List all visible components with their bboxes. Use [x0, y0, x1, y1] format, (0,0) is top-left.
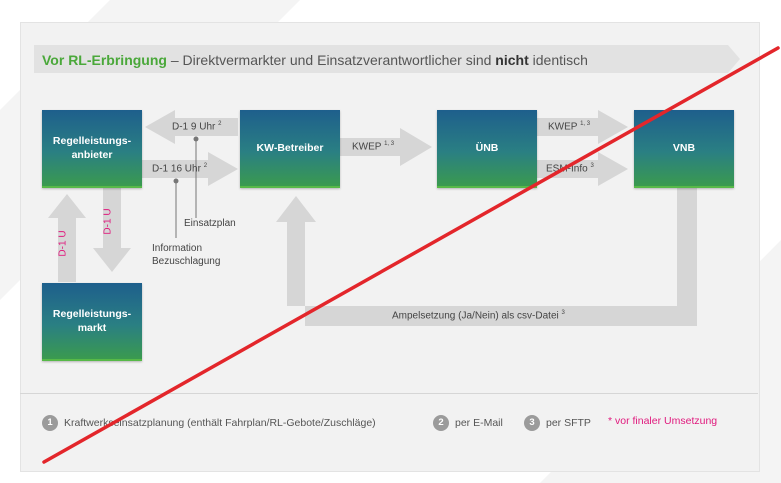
arrow-esm-info — [537, 152, 628, 186]
legend-text-3: per SFTP — [546, 417, 591, 429]
legend-number-2: 2 — [433, 415, 449, 431]
arrow-ampelsetzung — [276, 186, 697, 326]
title-part3: nicht — [495, 52, 529, 68]
box-kw-betreiber: KW-Betreiber — [240, 110, 340, 188]
legend-note: * vor finaler Umsetzung — [608, 415, 718, 427]
legend-divider — [20, 393, 758, 394]
arrow-markt-anbieter — [48, 194, 86, 282]
label-d1-9uhr: D-1 9 Uhr 2 — [172, 121, 222, 133]
label-ampelsetzung: Ampelsetzung (Ja/Nein) als csv-Datei 3 — [392, 310, 565, 322]
arrow-d1-16uhr — [142, 152, 238, 186]
diagram-card — [20, 22, 760, 472]
label-kwep-2: KWEP 1, 3 — [548, 121, 591, 133]
arrow-kwep-kw-uenb — [338, 128, 432, 166]
label-bezuschlagung: Bezuschlagung — [152, 256, 221, 267]
legend-text-2: per E-Mail — [455, 417, 503, 429]
arrow-d1-9uhr — [145, 110, 238, 144]
box-vnb: VNB — [634, 110, 734, 188]
box-regelleistungsmarkt: Regelleistungs- markt — [42, 283, 142, 361]
legend-item-3: 3 per SFTP — [524, 415, 591, 431]
legend-item-1: 1 Kraftwerkseinsatzplanung (enthält Fahrp… — [42, 415, 376, 431]
box-uenb: ÜNB — [437, 110, 537, 188]
title-part4: identisch — [528, 52, 588, 68]
arrow-anbieter-markt — [93, 186, 131, 272]
title-part2: – Direktvermarkter und Einsatzverantwort… — [166, 52, 496, 68]
label-einsatzplan: Einsatzplan — [184, 218, 236, 229]
title-banner-arrow — [34, 45, 740, 73]
legend-number-3: 3 — [524, 415, 540, 431]
red-cross-line — [42, 46, 780, 464]
legend-text-1: Kraftwerkseinsatzplanung (enthält Fahrpl… — [64, 417, 376, 429]
label-d1-16uhr: D-1 16 Uhr 2 — [152, 163, 208, 175]
label-information: Information — [152, 243, 203, 254]
arrow-kwep-uenb-vnb — [537, 110, 628, 144]
legend-number-1: 1 — [42, 415, 58, 431]
legend-item-2: 2 per E-Mail — [433, 415, 503, 431]
box-regelleistungsanbieter: Regelleistungs- anbieter — [42, 110, 142, 188]
title-part1: Vor RL-Erbringung — [42, 52, 167, 68]
label-kwep-1: KWEP 1, 3 — [352, 141, 395, 153]
diagram-title: Vor RL-Erbringung – Direktvermarkter und… — [42, 52, 588, 68]
